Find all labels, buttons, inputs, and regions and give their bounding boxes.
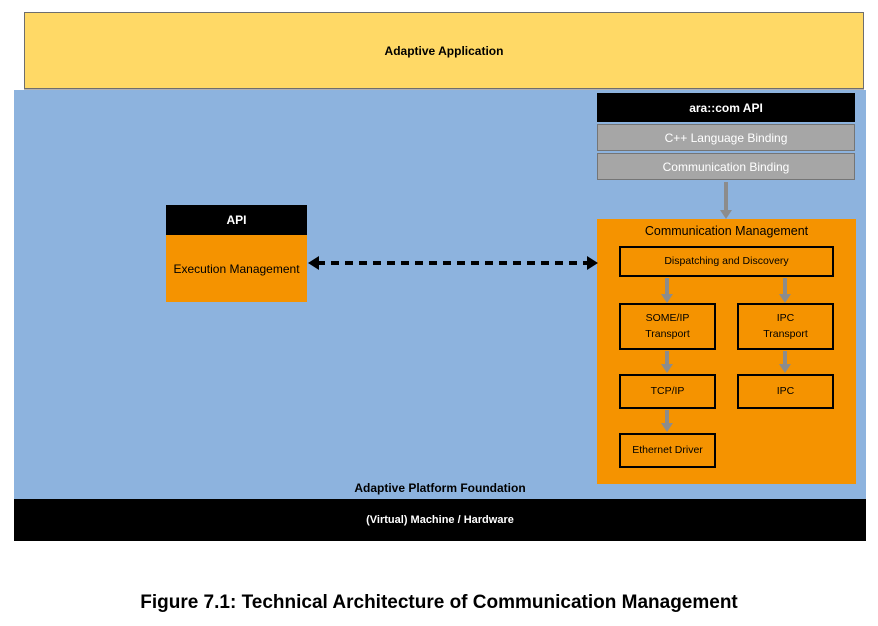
adaptive-application-box: Adaptive Application — [24, 12, 864, 89]
someip-transport-label: SOME/IP Transport — [645, 312, 690, 340]
ethernet-driver-box: Ethernet Driver — [619, 433, 716, 468]
ara-com-api-header: ara::com API — [597, 93, 855, 122]
tcpip-box: TCP/IP — [619, 374, 716, 409]
execution-api-header: API — [166, 205, 307, 235]
figure-caption: Figure 7.1: Technical Architecture of Co… — [140, 592, 738, 613]
dispatch-to-ipc-transport-arrow — [779, 278, 791, 303]
ipc-box: IPC — [737, 374, 834, 409]
communication-binding-label: Communication Binding — [662, 159, 790, 174]
dispatching-and-discovery-box: Dispatching and Discovery — [619, 246, 834, 277]
adaptive-platform-foundation-label: Adaptive Platform Foundation — [354, 481, 526, 495]
execution-management-box: Execution Management — [166, 235, 307, 302]
someip-transport-box: SOME/IP Transport — [619, 303, 716, 350]
dispatch-to-someip-arrow — [661, 278, 673, 303]
tcpip-to-ethernet-arrow — [661, 410, 673, 432]
execution-management-label: Execution Management — [173, 261, 300, 276]
execution-api-label: API — [226, 213, 247, 227]
ethernet-driver-label: Ethernet Driver — [632, 443, 703, 456]
dashed-line — [317, 261, 589, 265]
ara-com-api-stack: ara::com API C++ Language Binding Commun… — [597, 93, 855, 180]
ara-com-api-label: ara::com API — [689, 100, 763, 115]
ipc-transport-box: IPC Transport — [737, 303, 834, 350]
virtual-machine-hardware-bar: (Virtual) Machine / Hardware — [14, 499, 866, 541]
ipc-transport-label: IPC Transport — [763, 312, 808, 340]
communication-management-title: Communication Management — [644, 224, 809, 238]
virtual-machine-hardware-label: (Virtual) Machine / Hardware — [366, 514, 514, 526]
someip-to-tcpip-arrow — [661, 351, 673, 373]
execution-comm-dashed-arrow — [308, 256, 598, 270]
binding-to-comm-arrow — [720, 182, 732, 219]
ipc-label: IPC — [776, 384, 795, 397]
cpp-language-binding-layer: C++ Language Binding — [597, 124, 855, 151]
ipc-transport-to-ipc-arrow — [779, 351, 791, 373]
cpp-language-binding-label: C++ Language Binding — [664, 130, 788, 145]
tcpip-label: TCP/IP — [650, 384, 685, 397]
dispatching-and-discovery-label: Dispatching and Discovery — [664, 254, 789, 267]
adaptive-application-label: Adaptive Application — [384, 43, 504, 58]
communication-management-box: Communication Management Dispatching and… — [597, 219, 856, 484]
communication-binding-layer: Communication Binding — [597, 153, 855, 180]
